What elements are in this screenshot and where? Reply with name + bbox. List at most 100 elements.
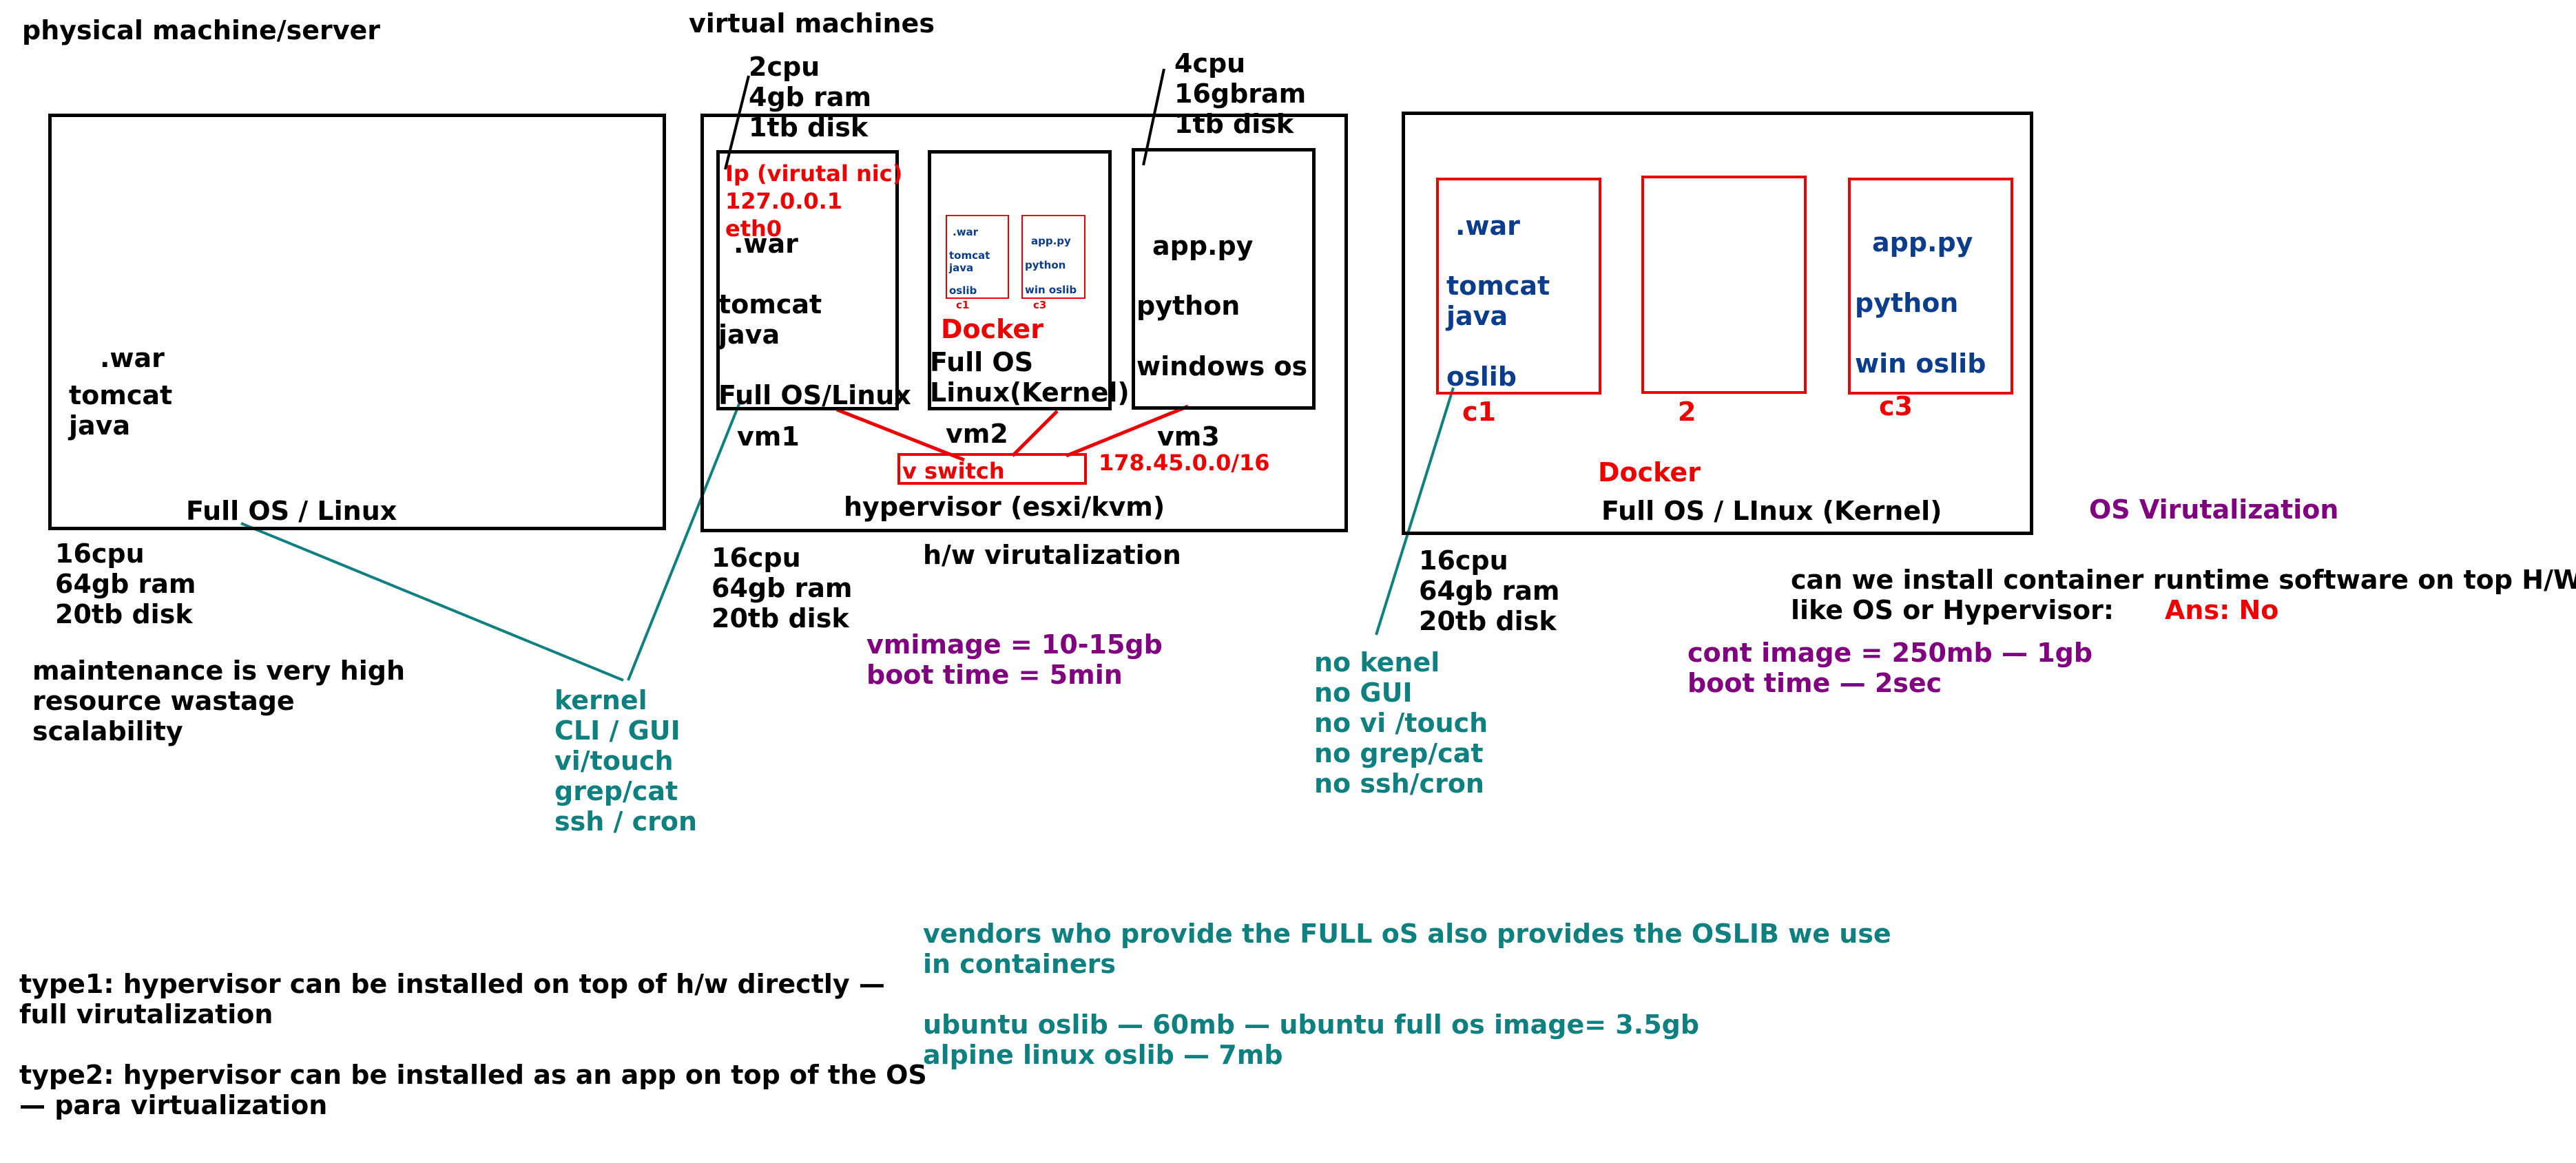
- vm1-label: vm1: [737, 421, 800, 452]
- physical-machine-title: physical machine/server: [22, 15, 381, 45]
- feature-vi-touch: vi/touch: [554, 746, 674, 776]
- vm2-c3-python: python: [1025, 259, 1066, 271]
- feature-grep-cat: grep/cat: [554, 776, 678, 806]
- vswitch-box: [897, 453, 1087, 485]
- connector-vm1-to-vswitch: [836, 408, 965, 462]
- container-c1-label: c1: [1462, 397, 1496, 427]
- no-vi-touch: no vi /touch: [1314, 708, 1488, 738]
- vm1-spec-cpu: 2cpu: [749, 52, 820, 82]
- no-ssh-cron: no ssh/cron: [1314, 768, 1484, 799]
- container-c2-box: [1641, 176, 1807, 394]
- vm-host-spec-ram: 64gb ram: [711, 573, 853, 603]
- vm1-os: Full OS/Linux: [718, 380, 911, 410]
- container-c3-python: python: [1855, 288, 1959, 318]
- vm-host-box: [700, 114, 1348, 532]
- docker-host-spec-cpu: 16cpu: [1419, 545, 1508, 576]
- physical-issue-wastage: resource wastage: [32, 686, 295, 716]
- physical-server-box: [48, 114, 666, 530]
- container-c1-oslib: oslib: [1446, 362, 1517, 392]
- vm2-os-line2: Linux(Kernel): [930, 377, 1130, 408]
- connector-oslib-to-no-features: [1375, 387, 1455, 636]
- vm1-nic-ip: 127.0.0.1: [725, 188, 843, 214]
- type2-line1: type2: hypervisor can be installed as an…: [19, 1060, 927, 1090]
- vm2-c1-java: java: [949, 262, 974, 274]
- connector-vm2-to-vswitch: [1011, 410, 1059, 457]
- question-answer: Ans: No: [2165, 595, 2279, 625]
- vendors-alpine: alpine linux oslib — 7mb: [923, 1040, 1283, 1070]
- vm2-c1-tomcat: tomcat: [949, 249, 990, 262]
- vm3-box: [1132, 148, 1316, 410]
- vm3-label: vm3: [1157, 421, 1220, 452]
- vm-host-spec-cpu: 16cpu: [711, 543, 801, 573]
- physical-spec-disk: 20tb disk: [55, 599, 193, 629]
- type1-line1: type1: hypervisor can be installed on to…: [19, 969, 885, 999]
- vm1-spec-ram: 4gb ram: [749, 82, 872, 112]
- vm2-box: [928, 150, 1112, 410]
- vm1-spec-disk: 1tb disk: [749, 112, 869, 143]
- vm2-os-line1: Full OS: [930, 347, 1034, 377]
- container-c3-oslib: win oslib: [1855, 348, 1986, 379]
- docker-host-spec-ram: 64gb ram: [1419, 576, 1560, 606]
- vm1-nic-label: Ip (virutal nic): [725, 160, 903, 187]
- vm3-app: app.py: [1152, 231, 1254, 261]
- physical-war: .war: [100, 343, 165, 373]
- container-c3-app: app.py: [1872, 227, 1973, 258]
- vm2-label: vm2: [946, 419, 1008, 449]
- feature-cli-gui: CLI / GUI: [554, 715, 681, 746]
- virtual-machines-title: virtual machines: [689, 8, 935, 39]
- feature-ssh-cron: ssh / cron: [554, 806, 698, 837]
- vm2-c1-war: .war: [953, 226, 979, 238]
- type2-line2: — para virtualization: [19, 1090, 328, 1120]
- vm2-c3-label: c3: [1033, 299, 1047, 311]
- vm1-nic-eth: eth0: [725, 216, 782, 242]
- connector-vm1-os-to-features: [627, 400, 742, 681]
- container-c1-box: [1436, 178, 1601, 395]
- physical-os-label: Full OS / Linux: [186, 496, 397, 526]
- vm2-container-c1: [946, 215, 1009, 299]
- vm3-os: windows os: [1136, 351, 1308, 381]
- question-line1: can we install container runtime softwar…: [1791, 565, 2576, 595]
- container-c3-label: c3: [1879, 391, 1913, 421]
- vm1-java: java: [718, 319, 780, 350]
- container-image-size: cont image = 250mb — 1gb: [1687, 638, 2093, 668]
- connector-vm1-spec: [724, 75, 750, 170]
- physical-java: java: [69, 410, 131, 441]
- docker-host-os-label: Full OS / LInux (Kernel): [1601, 496, 1942, 526]
- vm2-container-c3: [1021, 215, 1086, 299]
- question-line2: like OS or Hypervisor:: [1791, 595, 2115, 625]
- vm3-spec-ram: 16gbram: [1174, 78, 1307, 109]
- container-c1-java: java: [1446, 301, 1508, 331]
- hypervisor-label: hypervisor (esxi/kvm): [844, 492, 1165, 522]
- docker-engine-label: Docker: [1598, 457, 1701, 488]
- vm2-c3-app: app.py: [1031, 235, 1071, 247]
- vm2-c3-oslib: win oslib: [1025, 284, 1077, 296]
- feature-kernel: kernel: [554, 685, 647, 715]
- os-virtualization-label: OS Virutalization: [2089, 494, 2339, 525]
- vm-boot-time: boot time = 5min: [866, 660, 1123, 690]
- docker-host-spec-disk: 20tb disk: [1419, 606, 1557, 636]
- container-c1-war: .war: [1455, 211, 1520, 241]
- vm1-box: [716, 150, 899, 410]
- hw-virtualization-label: h/w virutalization: [923, 540, 1181, 570]
- vm2-c1-label: c1: [956, 299, 970, 311]
- physical-spec-ram: 64gb ram: [55, 569, 196, 599]
- container-c2-label: 2: [1678, 397, 1696, 427]
- no-kernel: no kenel: [1314, 647, 1440, 678]
- type1-line2: full virutalization: [19, 999, 273, 1029]
- vendors-ubuntu: ubuntu oslib — 60mb — ubuntu full os ima…: [923, 1009, 1700, 1040]
- container-boot-time: boot time — 2sec: [1687, 668, 1942, 698]
- connector-vm3-to-vswitch: [1066, 404, 1189, 458]
- vswitch-subnet: 178.45.0.0/16: [1099, 450, 1270, 476]
- vm3-spec-cpu: 4cpu: [1174, 48, 1246, 78]
- vm3-python: python: [1136, 291, 1240, 321]
- vm1-tomcat: tomcat: [718, 289, 822, 319]
- container-c1-tomcat: tomcat: [1446, 271, 1550, 301]
- vswitch-label: v switch: [902, 458, 1005, 484]
- vendors-line1: vendors who provide the FULL oS also pro…: [923, 919, 1891, 949]
- no-grep-cat: no grep/cat: [1314, 738, 1484, 768]
- vm2-c1-oslib: oslib: [949, 284, 977, 297]
- no-gui: no GUI: [1314, 678, 1413, 708]
- vm2-docker-label: Docker: [941, 314, 1043, 344]
- vm-host-spec-disk: 20tb disk: [711, 603, 849, 633]
